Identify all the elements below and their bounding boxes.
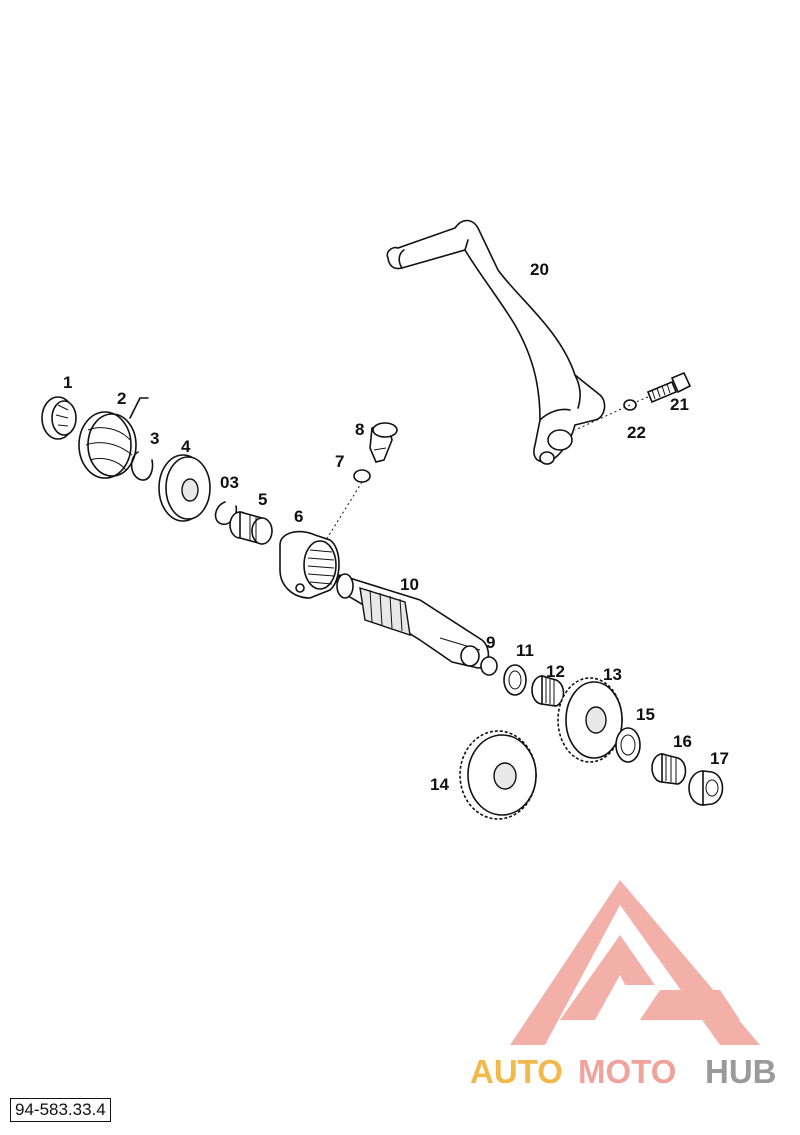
label-12: 12 bbox=[546, 662, 565, 681]
part-8-pin bbox=[369, 422, 398, 463]
label-21: 21 bbox=[670, 395, 689, 414]
part-17-bushing bbox=[688, 770, 724, 806]
watermark-text-auto: AUTO bbox=[470, 1053, 563, 1090]
label-11: 11 bbox=[516, 641, 534, 660]
part-4-disk bbox=[158, 454, 211, 522]
label-2: 2 bbox=[117, 389, 126, 408]
label-6: 6 bbox=[294, 507, 303, 526]
part-11-washer bbox=[503, 664, 527, 696]
label-15: 15 bbox=[636, 705, 655, 724]
watermark-text-hub: HUB bbox=[705, 1053, 777, 1090]
part-3-circlip bbox=[130, 451, 154, 481]
label-1: 1 bbox=[63, 373, 72, 392]
part-2-spring bbox=[78, 397, 149, 479]
part-12-needle-bearing bbox=[531, 674, 565, 707]
watermark-logo bbox=[510, 880, 760, 1045]
label-5: 5 bbox=[258, 490, 267, 509]
part-5-bushing bbox=[229, 510, 273, 545]
part-13-gear bbox=[557, 677, 623, 763]
part-9-ring bbox=[480, 656, 498, 676]
label-20: 20 bbox=[530, 260, 549, 279]
label-14: 14 bbox=[430, 775, 449, 794]
part-20-kick-lever bbox=[386, 219, 606, 465]
label-13: 13 bbox=[603, 665, 622, 684]
label-8: 8 bbox=[355, 420, 364, 439]
label-17: 17 bbox=[710, 749, 729, 768]
label-9: 9 bbox=[486, 633, 495, 652]
diagram-reference-code: 94-583.33.4 bbox=[10, 1098, 111, 1122]
part-1-cap bbox=[41, 396, 77, 440]
part-6-ratchet bbox=[279, 530, 340, 599]
label-3: 3 bbox=[150, 429, 159, 448]
watermark-text-moto: MOTO bbox=[578, 1053, 676, 1090]
label-4: 4 bbox=[181, 437, 191, 456]
label-10: 10 bbox=[400, 575, 419, 594]
label-22: 22 bbox=[627, 423, 646, 442]
part-16-needle-bearing bbox=[651, 752, 687, 785]
part-15-washer bbox=[615, 727, 641, 763]
part-14-gear bbox=[459, 730, 537, 820]
part-21-bolt bbox=[646, 371, 692, 404]
label-16: 16 bbox=[673, 732, 692, 751]
watermark-text: AUTO MOTO HUB bbox=[470, 1053, 777, 1090]
part-7-oring bbox=[353, 469, 371, 483]
label-7: 7 bbox=[335, 452, 344, 471]
label-03: 03 bbox=[220, 473, 239, 492]
part-10-shaft bbox=[336, 573, 490, 669]
